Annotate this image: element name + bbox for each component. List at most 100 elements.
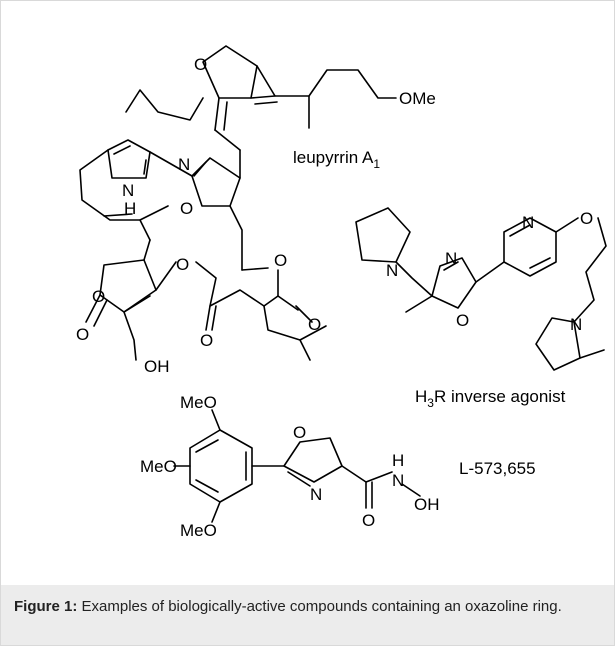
- oxazoline-ring-b: [431, 257, 477, 309]
- label-leupyrrin-name: leupyrrin A: [293, 148, 374, 167]
- l573-atoms: MeO MeO MeO O N O H N OH: [140, 393, 440, 540]
- lactone-ring: [99, 259, 157, 313]
- pyridine-db1: [509, 224, 531, 237]
- atom-o-carbonyl: O: [76, 325, 89, 344]
- isobutyl-top: [125, 89, 204, 121]
- double-bond-1: [254, 101, 278, 105]
- pyrrolidine-2: [535, 317, 581, 371]
- atom-oh-amide: OH: [414, 495, 440, 514]
- pyrrolidine-1: [355, 207, 411, 263]
- succinate-linker: [195, 261, 311, 361]
- atom-ome: OMe: [399, 89, 436, 108]
- oxazoline-ring-c: [283, 437, 343, 483]
- hydroxymethyl: [123, 311, 137, 361]
- amide: [341, 465, 367, 509]
- pyrrole-db2: [143, 159, 147, 175]
- methyl-3: [123, 295, 151, 313]
- h3r-structure: [355, 207, 607, 371]
- to-oxazoline: [214, 129, 241, 151]
- caption-label: Figure 1:: [14, 598, 78, 615]
- label-leupyrrin: leupyrrin A1: [293, 148, 380, 171]
- caption-text: Examples of biologically-active compound…: [77, 598, 562, 615]
- to-pyridine: [475, 261, 505, 283]
- atom-meo-bottom: MeO: [180, 521, 217, 540]
- l573-structure: [173, 409, 421, 523]
- atom-o-amide: O: [362, 511, 375, 530]
- atom-o-oxazoline-c: O: [293, 423, 306, 442]
- ester-co-right-db: [295, 305, 313, 323]
- ome-top-bond: [211, 409, 221, 431]
- propyl-chain: [573, 217, 607, 323]
- benzene-db1: [195, 439, 219, 453]
- ester-right-o: [241, 267, 269, 271]
- pyrrole-ring: [107, 139, 151, 179]
- leupyrrin-structure: [79, 45, 397, 361]
- atom-o-co-right: O: [308, 315, 321, 334]
- allyl-db: [103, 213, 133, 217]
- oxazoline-ring-a: [191, 157, 241, 207]
- atom-n-oxazoline: N: [178, 155, 190, 174]
- ome-bottom-bond: [211, 501, 221, 523]
- atom-n-amide: N: [392, 471, 404, 490]
- amide-n: [365, 471, 393, 483]
- pyrrole-db1: [113, 145, 131, 155]
- atom-n-pyridine: N: [522, 213, 534, 232]
- oxazoline-b-db: [443, 261, 459, 271]
- carbonyl-double: [93, 299, 108, 327]
- atom-o-ester-right: O: [274, 251, 287, 270]
- allyl-chain: [79, 149, 151, 241]
- methyl-2: [139, 205, 169, 221]
- ester-co-right-2: [277, 295, 299, 311]
- methyl-pyrrolidine: [579, 349, 605, 359]
- ring-link: [250, 95, 276, 99]
- label-h3r-sub: 3: [427, 396, 434, 410]
- atom-o-ether: O: [580, 209, 593, 228]
- ester-co-left-db: [211, 305, 217, 331]
- benzene-ring: [189, 429, 253, 503]
- label-h3r-post: R inverse agonist: [434, 387, 566, 406]
- ch2-link: [395, 261, 433, 297]
- label-h3r: H3R inverse agonist: [415, 387, 566, 410]
- atom-o-oxazoline-b: O: [456, 311, 469, 330]
- ester-co-right: [263, 269, 279, 307]
- leupyrrin-atoms: O OMe N O N H O O OH O O O O: [76, 55, 436, 376]
- ester-chain-right: [229, 205, 243, 271]
- atom-o-thf: O: [194, 55, 207, 74]
- lactone-up: [143, 239, 151, 261]
- atom-oh: OH: [144, 357, 170, 376]
- atom-o-ester-left: O: [176, 255, 189, 274]
- pyrrole-to-oxazoline: [149, 151, 193, 177]
- exo-bond: [214, 97, 220, 131]
- isobutyl-bottom: [299, 325, 327, 341]
- methoxy-chain: [256, 65, 397, 99]
- h3r-atoms: N N O N O N: [386, 209, 593, 334]
- atom-meo-mid: MeO: [140, 457, 177, 476]
- ester-o-left: [155, 261, 177, 291]
- atom-meo-top: MeO: [180, 393, 217, 412]
- atom-n-oxazoline-c: N: [310, 485, 322, 504]
- label-h3r-pre: H: [415, 387, 427, 406]
- atom-n-pyrrolidine-2: N: [570, 315, 582, 334]
- label-leupyrrin-sub: 1: [373, 157, 380, 171]
- thf-ring: [202, 45, 258, 99]
- atom-h-amide: H: [392, 451, 404, 470]
- atom-n-pyrrolidine-1: N: [386, 261, 398, 280]
- oxazoline-c-db: [287, 471, 311, 487]
- pyridine-db2: [529, 257, 551, 269]
- atom-o-lactone: O: [92, 287, 105, 306]
- n-oh: [401, 483, 421, 497]
- methyl-h3r: [405, 295, 433, 313]
- figure-caption: Figure 1: Examples of biologically-activ…: [1, 585, 614, 645]
- cn-double: [193, 161, 207, 177]
- atom-h-pyrrole: H: [124, 199, 136, 218]
- atom-n-oxazoline-b: N: [445, 249, 457, 268]
- ester-co-left: [205, 305, 211, 331]
- benzene-db3: [195, 479, 219, 493]
- atom-o-oxazoline: O: [180, 199, 193, 218]
- pyridine-to-o: [555, 217, 579, 233]
- label-l573: L-573,655: [459, 459, 536, 478]
- atom-n-pyrrole: N: [122, 181, 134, 200]
- exo-double: [223, 101, 228, 131]
- carbonyl-bond: [85, 294, 101, 323]
